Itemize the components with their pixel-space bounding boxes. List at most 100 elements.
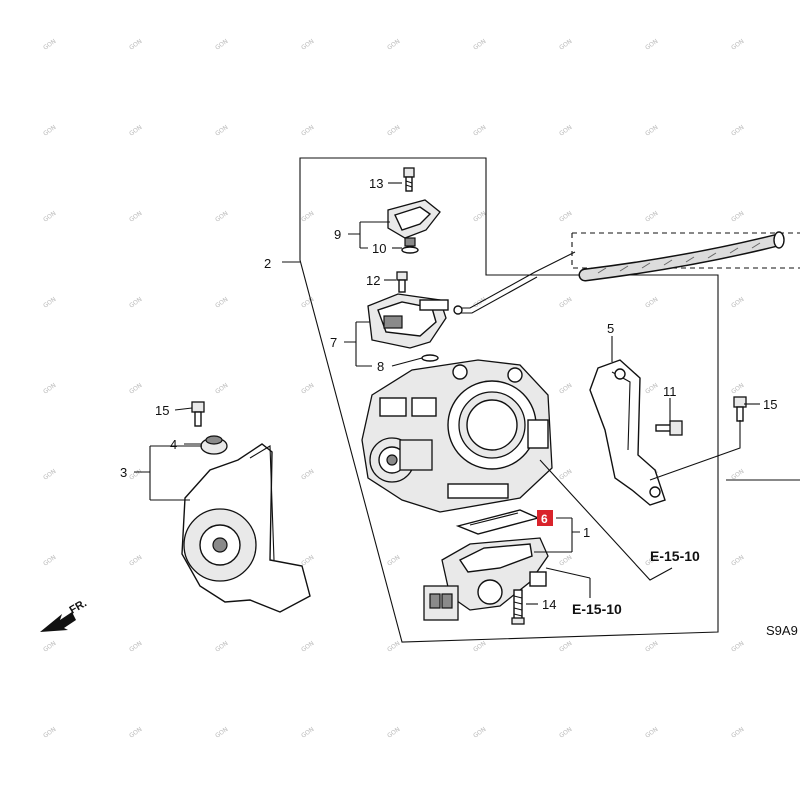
watermark-text: GON: [644, 640, 659, 654]
watermark-text: GON: [214, 640, 229, 654]
watermark-text: GON: [386, 726, 401, 740]
watermark-text: GON: [42, 640, 57, 654]
watermark-text: GON: [558, 468, 573, 482]
watermark-text: GON: [128, 726, 143, 740]
watermark-text: GON: [644, 124, 659, 138]
watermark-text: GON: [42, 38, 57, 52]
watermark-text: GON: [730, 640, 745, 654]
bolt-13: [403, 167, 415, 192]
callout-5: 5: [607, 321, 614, 336]
callout-4: 4: [170, 437, 177, 452]
watermark-text: GON: [730, 554, 745, 568]
watermark-text: GON: [300, 38, 315, 52]
cover-3: [181, 443, 311, 613]
watermark-text: GON: [730, 210, 745, 224]
diagram-code: S9A9: [766, 623, 798, 638]
callout-10: 10: [372, 241, 386, 256]
watermark-text: GON: [472, 210, 487, 224]
sensor-7: [367, 293, 449, 349]
watermark-text: GON: [472, 640, 487, 654]
grommet-4: [200, 435, 228, 455]
watermark-text: GON: [386, 124, 401, 138]
watermark-text: GON: [558, 124, 573, 138]
watermark-text: GON: [300, 468, 315, 482]
callout-13: 13: [369, 176, 383, 191]
watermark-text: GON: [42, 382, 57, 396]
bolt-11: [655, 420, 683, 436]
watermark-text: GON: [128, 38, 143, 52]
watermark-text: GON: [214, 726, 229, 740]
watermark-text: GON: [42, 554, 57, 568]
watermark-text: GON: [558, 726, 573, 740]
watermark-text: GON: [300, 210, 315, 224]
callout-6: 6: [541, 512, 548, 526]
watermark-text: GON: [558, 210, 573, 224]
watermark-text: GON: [472, 124, 487, 138]
callout-2: 2: [264, 256, 271, 271]
bolt-15-left: [191, 401, 205, 427]
watermark-text: GON: [472, 38, 487, 52]
watermark-text: GON: [386, 554, 401, 568]
watermark-text: GON: [558, 382, 573, 396]
watermark-text: GON: [644, 382, 659, 396]
watermark-text: GON: [214, 124, 229, 138]
throttle-body: [361, 359, 553, 513]
callout-11: 11: [663, 384, 677, 399]
hose: [578, 231, 785, 282]
watermark-text: GON: [386, 640, 401, 654]
watermark-text: GON: [730, 124, 745, 138]
watermark-text: GON: [730, 296, 745, 310]
watermark-text: GON: [128, 640, 143, 654]
watermark-text: GON: [214, 38, 229, 52]
leader-lines: [134, 182, 760, 605]
bolt-15-right: [733, 396, 747, 422]
watermark-text: GON: [128, 296, 143, 310]
iac-valve-1: [423, 537, 549, 621]
gasket-6: [455, 509, 541, 535]
watermark-text: GON: [644, 38, 659, 52]
callout-15-right: 15: [763, 397, 777, 412]
watermark-text: GON: [558, 554, 573, 568]
watermark-text: GON: [128, 382, 143, 396]
callout-9: 9: [334, 227, 341, 242]
callout-14: 14: [542, 597, 556, 612]
watermark-text: GON: [42, 210, 57, 224]
watermark-text: GON: [128, 124, 143, 138]
callout-1: 1: [583, 525, 590, 540]
watermark-text: GON: [42, 124, 57, 138]
watermark-text: GON: [730, 382, 745, 396]
watermark-text: GON: [386, 38, 401, 52]
watermark-text: GON: [472, 726, 487, 740]
callout-7: 7: [330, 335, 337, 350]
vacuum-line: [453, 251, 576, 315]
reference-e-15-10-right: E-15-10: [650, 548, 700, 564]
front-direction-arrow-icon: [40, 612, 76, 632]
watermark-text: GON: [558, 38, 573, 52]
bracket-5: [589, 359, 666, 506]
watermark-text: GON: [300, 640, 315, 654]
callout-3: 3: [120, 465, 127, 480]
callout-15-left: 15: [155, 403, 169, 418]
assembly-boundary: [299, 157, 800, 643]
sensor-9: [387, 199, 441, 247]
watermark-text: GON: [300, 382, 315, 396]
watermark-text: GON: [558, 296, 573, 310]
oring-8: [421, 354, 439, 362]
bolt-12: [396, 271, 408, 293]
watermark-text: GON: [644, 296, 659, 310]
watermark-text: GON: [214, 382, 229, 396]
callout-8: 8: [377, 359, 384, 374]
watermark-text: GON: [128, 210, 143, 224]
watermark-text: GON: [42, 468, 57, 482]
watermark-text: GON: [214, 296, 229, 310]
callout-12: 12: [366, 273, 380, 288]
oring-10: [401, 246, 419, 254]
watermark-text: GON: [300, 726, 315, 740]
watermark-text: GON: [558, 640, 573, 654]
watermark-text: GON: [128, 468, 143, 482]
watermark-text: GON: [42, 726, 57, 740]
watermark-text: GON: [730, 38, 745, 52]
watermark-text: GON: [214, 210, 229, 224]
front-direction-label: FR.: [68, 597, 89, 616]
